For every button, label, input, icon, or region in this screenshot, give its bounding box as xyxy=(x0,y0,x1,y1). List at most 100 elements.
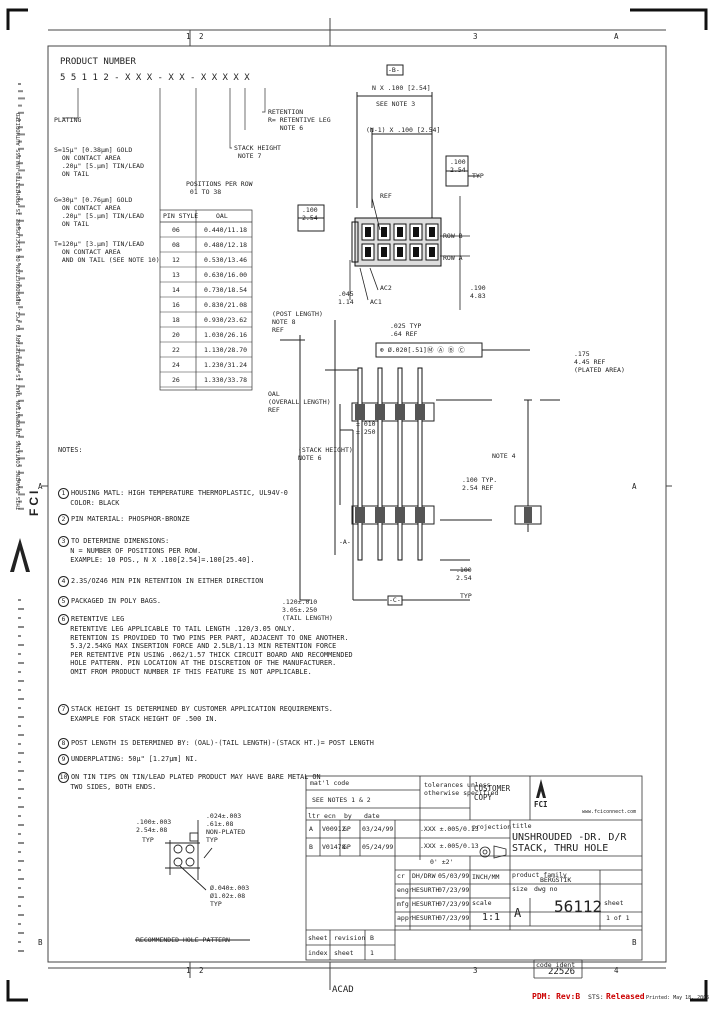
scale-value: 1:1 xyxy=(482,912,501,923)
pin-table-oal-cell: 0.830/21.08 xyxy=(204,301,248,309)
side-pin-body xyxy=(415,507,425,523)
side-pin-body-end xyxy=(524,507,532,523)
dim-175: .175 4.45 REF (PLATED AREA) xyxy=(574,350,625,374)
pin-table-oal-cell: 0.930/23.62 xyxy=(204,316,248,324)
hole-dim-100: .100±.003 2.54±.08 xyxy=(136,818,172,834)
post-length-callout: (POST LENGTH) NOTE 8 REF xyxy=(272,310,323,334)
tolerances-label: tolerances unless otherwise specified xyxy=(424,781,499,797)
dim-100-typ-ref: .100 TYP. 2.54 REF xyxy=(462,476,498,492)
hole-dim-024: .024±.003 .61±.08 NON-PLATED TYP xyxy=(206,812,246,844)
index-sheet-index: index xyxy=(308,949,328,957)
signature-names-cell: HESURTH xyxy=(412,886,440,894)
top-pin-post xyxy=(397,247,403,257)
note-number: 1 xyxy=(58,488,69,499)
pin-table-style-cell: 24 xyxy=(172,361,180,369)
sheet-label: sheet xyxy=(604,899,624,907)
side-pin xyxy=(357,367,363,561)
note-text: TO DETERMINE DIMENSIONS: N = NUMBER OF P… xyxy=(70,537,255,564)
pin-table-style-cell: 16 xyxy=(172,301,180,309)
revision-header-ecn: ecn xyxy=(324,812,336,820)
matl-code-label: mat'l code xyxy=(310,779,350,787)
dim-box-b-top: -B- xyxy=(388,66,400,74)
size-label: size xyxy=(512,885,528,893)
signature-dates-cell: 07/23/99 xyxy=(438,900,470,908)
pin-table-style-cell: 26 xyxy=(172,376,180,384)
pin-table-oal-cell: 1.130/28.70 xyxy=(204,346,248,354)
product-family-label: product family xyxy=(512,871,567,879)
drawing-number: 56112 xyxy=(554,897,603,916)
pin-table-oal-cell: 1.330/33.78 xyxy=(204,376,248,384)
dim-typ-bottom: TYP xyxy=(460,592,472,600)
note-number: 4 xyxy=(58,576,69,587)
zone-col-3-top: 3 xyxy=(473,32,478,41)
dim-ref-top: REF xyxy=(380,192,392,200)
top-pin-post xyxy=(365,247,371,257)
top-pin-post xyxy=(429,227,435,237)
note-text: UNDERPLATING: 50µ" [1.27µm] NI. xyxy=(71,755,198,763)
top-pin-post xyxy=(381,227,387,237)
printed-date: Printed: May 18, 2005 xyxy=(646,995,710,1001)
signature-scale_labels-cell: engr xyxy=(397,886,413,894)
size-value: A xyxy=(514,906,522,920)
dim-n-pitch: N X .100 [2.54] xyxy=(372,84,431,92)
dim-190: .190 4.83 xyxy=(470,284,486,300)
pin-table-style-cell: 12 xyxy=(172,256,180,264)
note-text: HOUSING MATL: HIGH TEMPERATURE THERMOPLA… xyxy=(70,489,288,507)
left-strip-fci: FCI xyxy=(27,487,41,516)
company-url: www.fciconnect.com xyxy=(582,809,637,815)
pin-table-style-cell: 06 xyxy=(172,226,180,234)
zone-row-a-left: A xyxy=(38,482,43,491)
product-number-code: 5 5 1 1 2 - X X X - X X - X X X X X xyxy=(60,73,250,83)
side-pin-body xyxy=(395,404,405,420)
pin-table-oal-cell: 0.440/11.18 xyxy=(204,226,248,234)
revision-cell: GP xyxy=(343,843,351,851)
pin-table-style-cell: 22 xyxy=(172,346,180,354)
corner-marks xyxy=(6,8,708,1002)
stack-height-callout: STACK HEIGHT NOTE 7 xyxy=(234,144,281,160)
pin-table-oal-cell: 1.230/31.24 xyxy=(204,361,248,369)
note-text: PIN MATERIAL: PHOSPHOR-BRONZE xyxy=(71,515,190,523)
side-pin-body xyxy=(375,404,385,420)
zone-row-b-left: B xyxy=(38,938,43,947)
note-number: 8 xyxy=(58,738,69,749)
zone-col-1-bottom: 1 xyxy=(186,966,191,975)
ac2-label: AC2 xyxy=(380,284,392,292)
pin-table-oal-cell: 0.730/18.54 xyxy=(204,286,248,294)
side-pin xyxy=(377,367,383,561)
see-notes: SEE NOTES 1 & 2 xyxy=(312,796,371,804)
note-text: STACK HEIGHT IS DETERMINED BY CUSTOMER A… xyxy=(70,705,333,723)
sheet-value: 1 of 1 xyxy=(606,914,630,922)
projection-label: projection xyxy=(472,823,512,831)
revision-cell: B xyxy=(309,843,313,851)
dim-n1-pitch: (N-1) X .100 [2.54] xyxy=(366,126,441,134)
zone-col-1-top: 1 xyxy=(186,32,191,41)
side-pin-body xyxy=(395,507,405,523)
signature-dates-cell: 05/03/99 xyxy=(438,872,470,880)
tail-length-dim: .120±.010 3.05±.250 (TAIL LENGTH) xyxy=(282,598,333,622)
note-number: 3 xyxy=(58,536,69,547)
oal-callout: OAL (OVERALL LENGTH) REF xyxy=(268,390,331,414)
note-number: 2 xyxy=(58,514,69,525)
zone-col-2-top: 2 xyxy=(199,32,204,41)
plating-option-g: G=30µ" [0.76µm] GOLD ON CONTACT AREA .20… xyxy=(54,196,145,228)
code-ident-label: code ident xyxy=(536,961,576,969)
fci-brand: FCI xyxy=(534,800,548,809)
side-pin-body xyxy=(375,507,385,523)
title-label: title xyxy=(512,822,532,830)
side-pin-body xyxy=(415,404,425,420)
scale-label: scale xyxy=(472,899,492,907)
title-block-grid xyxy=(305,775,643,979)
note-text: PACKAGED IN POLY BAGS. xyxy=(71,597,162,605)
notes-title: NOTES: xyxy=(58,446,83,454)
top-pin-post xyxy=(381,247,387,257)
dim-box-a: -A- xyxy=(339,538,351,546)
sheet-rev-revision: revision xyxy=(334,934,366,942)
left-strip-text: THIS DRAWING CONTAINS INFORMATION THAT I… xyxy=(16,112,22,510)
